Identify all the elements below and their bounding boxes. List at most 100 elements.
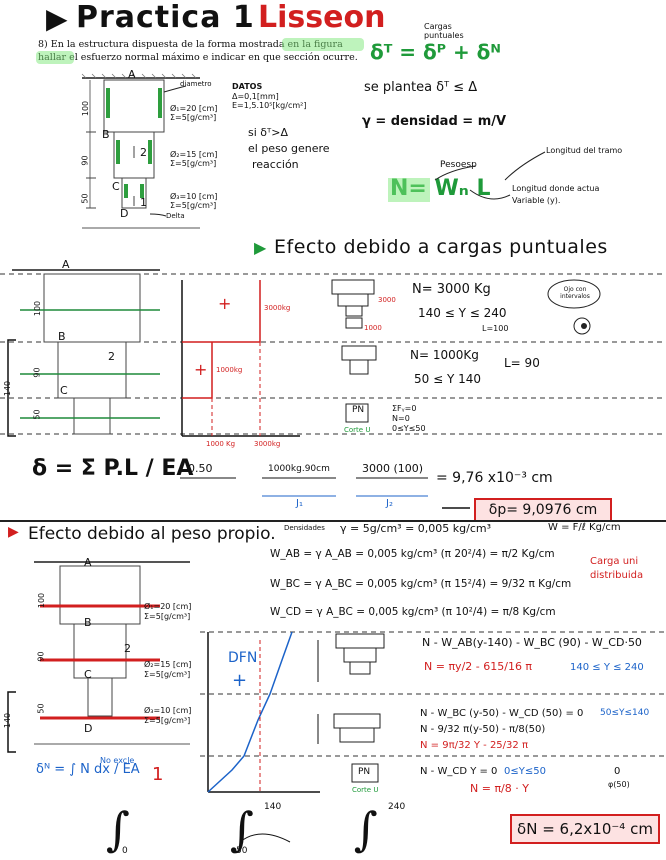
s1-plus-mid: +: [194, 360, 208, 379]
s2-pn: PN: [358, 767, 371, 777]
s2-int-lim140: 140: [264, 802, 282, 812]
datos-e: E=1,5.10⁵[kg/cm²]: [232, 101, 307, 110]
s2-wbc: W_BC = γ A_BC = 0,005 kg/cm³ (π 15²/4) =…: [270, 578, 572, 590]
fig-delta-note: Delta: [166, 212, 185, 220]
s2-g2: Σ=5[g/cm³]: [144, 670, 191, 679]
s1-bubble: Ojo con intervalos: [560, 286, 590, 300]
fig-d1: Ø₁=20 [cm]: [170, 104, 218, 113]
s2-one: 1: [152, 764, 164, 785]
note-plantea: se plantea δᵀ ≤ Δ: [364, 80, 478, 95]
s2-g1: Σ=5[g/cm³]: [144, 612, 191, 621]
section-divider: [0, 520, 666, 522]
s2-dim-90: 90: [36, 651, 46, 662]
s2-label-d: D: [84, 722, 93, 735]
s2-range3: 0≤Y≤50: [504, 766, 546, 777]
s2-nline3b: N = π/8 · Y: [470, 782, 529, 795]
s1-1000kg-b: 1000 Kg: [206, 440, 236, 448]
fig-label-d: D: [120, 207, 129, 220]
s2-dfn: DFN: [228, 650, 258, 666]
s2-distrib: distribuida: [590, 570, 644, 581]
s1-n3c: 0≤Y≤50: [392, 424, 426, 433]
note-peso-esp: Pesoesp: [440, 160, 477, 170]
fig-d3: Ø₃=10 [cm]: [170, 192, 218, 201]
s1-j2: J₂: [386, 498, 393, 509]
page-title: Practica 1: [76, 0, 255, 35]
s1-l2: L= 90: [504, 356, 540, 370]
s2-nline2b: N - 9/32 π(y-50) - π/8(50): [420, 724, 546, 735]
note-si: si δᵀ>Δ: [248, 126, 288, 139]
s2-no-excl: No excle: [100, 756, 135, 765]
fig-load-2: 2: [140, 146, 147, 159]
section2-title: Efecto debido al peso propio.: [28, 524, 276, 544]
section2-icon: ▶: [8, 524, 19, 540]
note-long-tramo: Longitud del tramo: [546, 146, 623, 155]
s2-label-c: C: [84, 668, 92, 681]
s1-corte: Corte U: [344, 426, 371, 434]
s2-wcd: W_CD = γ A_BC = 0,005 kg/cm³ (π 10²/4) =…: [270, 606, 556, 618]
s1-frac2: 3000 (100): [362, 462, 424, 475]
s2-g3: Σ=5[g/cm³]: [144, 716, 191, 725]
s2-label-a: A: [84, 556, 92, 569]
s2-side-140: 140: [3, 712, 13, 729]
s2-d3: Ø₃=10 [cm]: [144, 706, 192, 715]
s1-label-b: B: [58, 330, 66, 343]
s2-dim-50: 50: [36, 703, 46, 714]
section1-title: Efecto debido a cargas puntuales: [274, 236, 608, 258]
s2-nline3: N - W_CD Y = 0: [420, 766, 498, 777]
s1-result: = 9,76 x10⁻³ cm: [436, 470, 553, 486]
note-peso: el peso genere: [248, 142, 330, 155]
section1-arrow: ▶: [254, 238, 267, 257]
fig-g3: Σ=5[g/cm³]: [170, 201, 217, 210]
s1-plus-top: +: [218, 294, 232, 313]
title-arrow: ▶: [46, 2, 68, 35]
s2-nline2: N - W_BC (y-50) - W_CD (50) = 0: [420, 708, 584, 719]
s2-int-lim0: 0: [122, 846, 128, 856]
s1-l1: L=100: [482, 324, 509, 333]
fig-load-1: 1: [140, 196, 147, 209]
s2-nline1: N - W_AB(y-140) - W_BC (90) - W_CD·50: [422, 636, 642, 649]
note-cargas: Cargas puntuales: [424, 22, 464, 40]
s2-load-2: 2: [124, 642, 131, 655]
s2-nline1b: N = πy/2 - 615/16 π: [424, 660, 533, 673]
s2-range1: 140 ≤ Y ≤ 240: [570, 662, 644, 673]
s2-d2: Ø₂=15 [cm]: [144, 660, 192, 669]
fig-label-a: A: [128, 68, 136, 81]
s2-nline2c: N = 9π/32 Y - 25/32 π: [420, 740, 528, 751]
highlight-maximo: [36, 51, 74, 64]
s1-n1: N= 3000 Kg: [412, 282, 491, 297]
s1-label-a: A: [62, 258, 70, 271]
s1-3000kg: 3000kg: [264, 304, 291, 312]
s2-integral-signs: ∫∫∫: [106, 802, 478, 856]
s2-d1: Ø₁=20 [cm]: [144, 602, 192, 611]
fig-g2: Σ=5[g/cm³]: [170, 159, 217, 168]
s1-label-c: C: [60, 384, 68, 397]
s1-r1: 140 ≤ Y ≤ 240: [418, 306, 507, 320]
datos-title: DATOS: [232, 82, 263, 91]
s2-densidades: Densidades: [284, 524, 325, 532]
s2-label-b: B: [84, 616, 92, 629]
fig-diam-note: diametro: [180, 80, 212, 88]
fig-d2: Ø₂=15 [cm]: [170, 150, 218, 159]
s1-pn: PN: [352, 405, 365, 415]
note-eq-main: δᵀ = δᴾ + δᴺ: [370, 40, 501, 64]
s2-dim-100: 100: [37, 592, 47, 609]
s1-frac0: 0.50: [188, 462, 213, 475]
fig-label-c: C: [112, 180, 120, 193]
s2-int-lim50: 50: [236, 846, 248, 856]
s2-w-eq: W = F/ℓ Kg/cm: [548, 522, 621, 533]
s1-l3000: 3000: [378, 296, 396, 304]
s1-delta-eq: δ = Σ P.L / EA: [32, 456, 194, 481]
s2-dfn-plus: +: [232, 670, 248, 691]
s2-range2: 50≤Y≤140: [600, 708, 650, 718]
s1-frac1: 1000kg.90cm: [268, 464, 330, 474]
s1-1000kg: 1000kg: [216, 366, 243, 374]
s1-n3b: N=0: [392, 414, 410, 423]
s2-gamma: γ = 5g/cm³ = 0,005 kg/cm³: [340, 522, 492, 535]
fig-label-b: B: [102, 128, 110, 141]
s1-l1000: 1000: [364, 324, 382, 332]
fig-g1: Σ=5[g/cm³]: [170, 113, 217, 122]
note-densidad: γ = densidad = m/V: [362, 114, 507, 129]
s2-carga: Carga uni: [590, 556, 639, 567]
